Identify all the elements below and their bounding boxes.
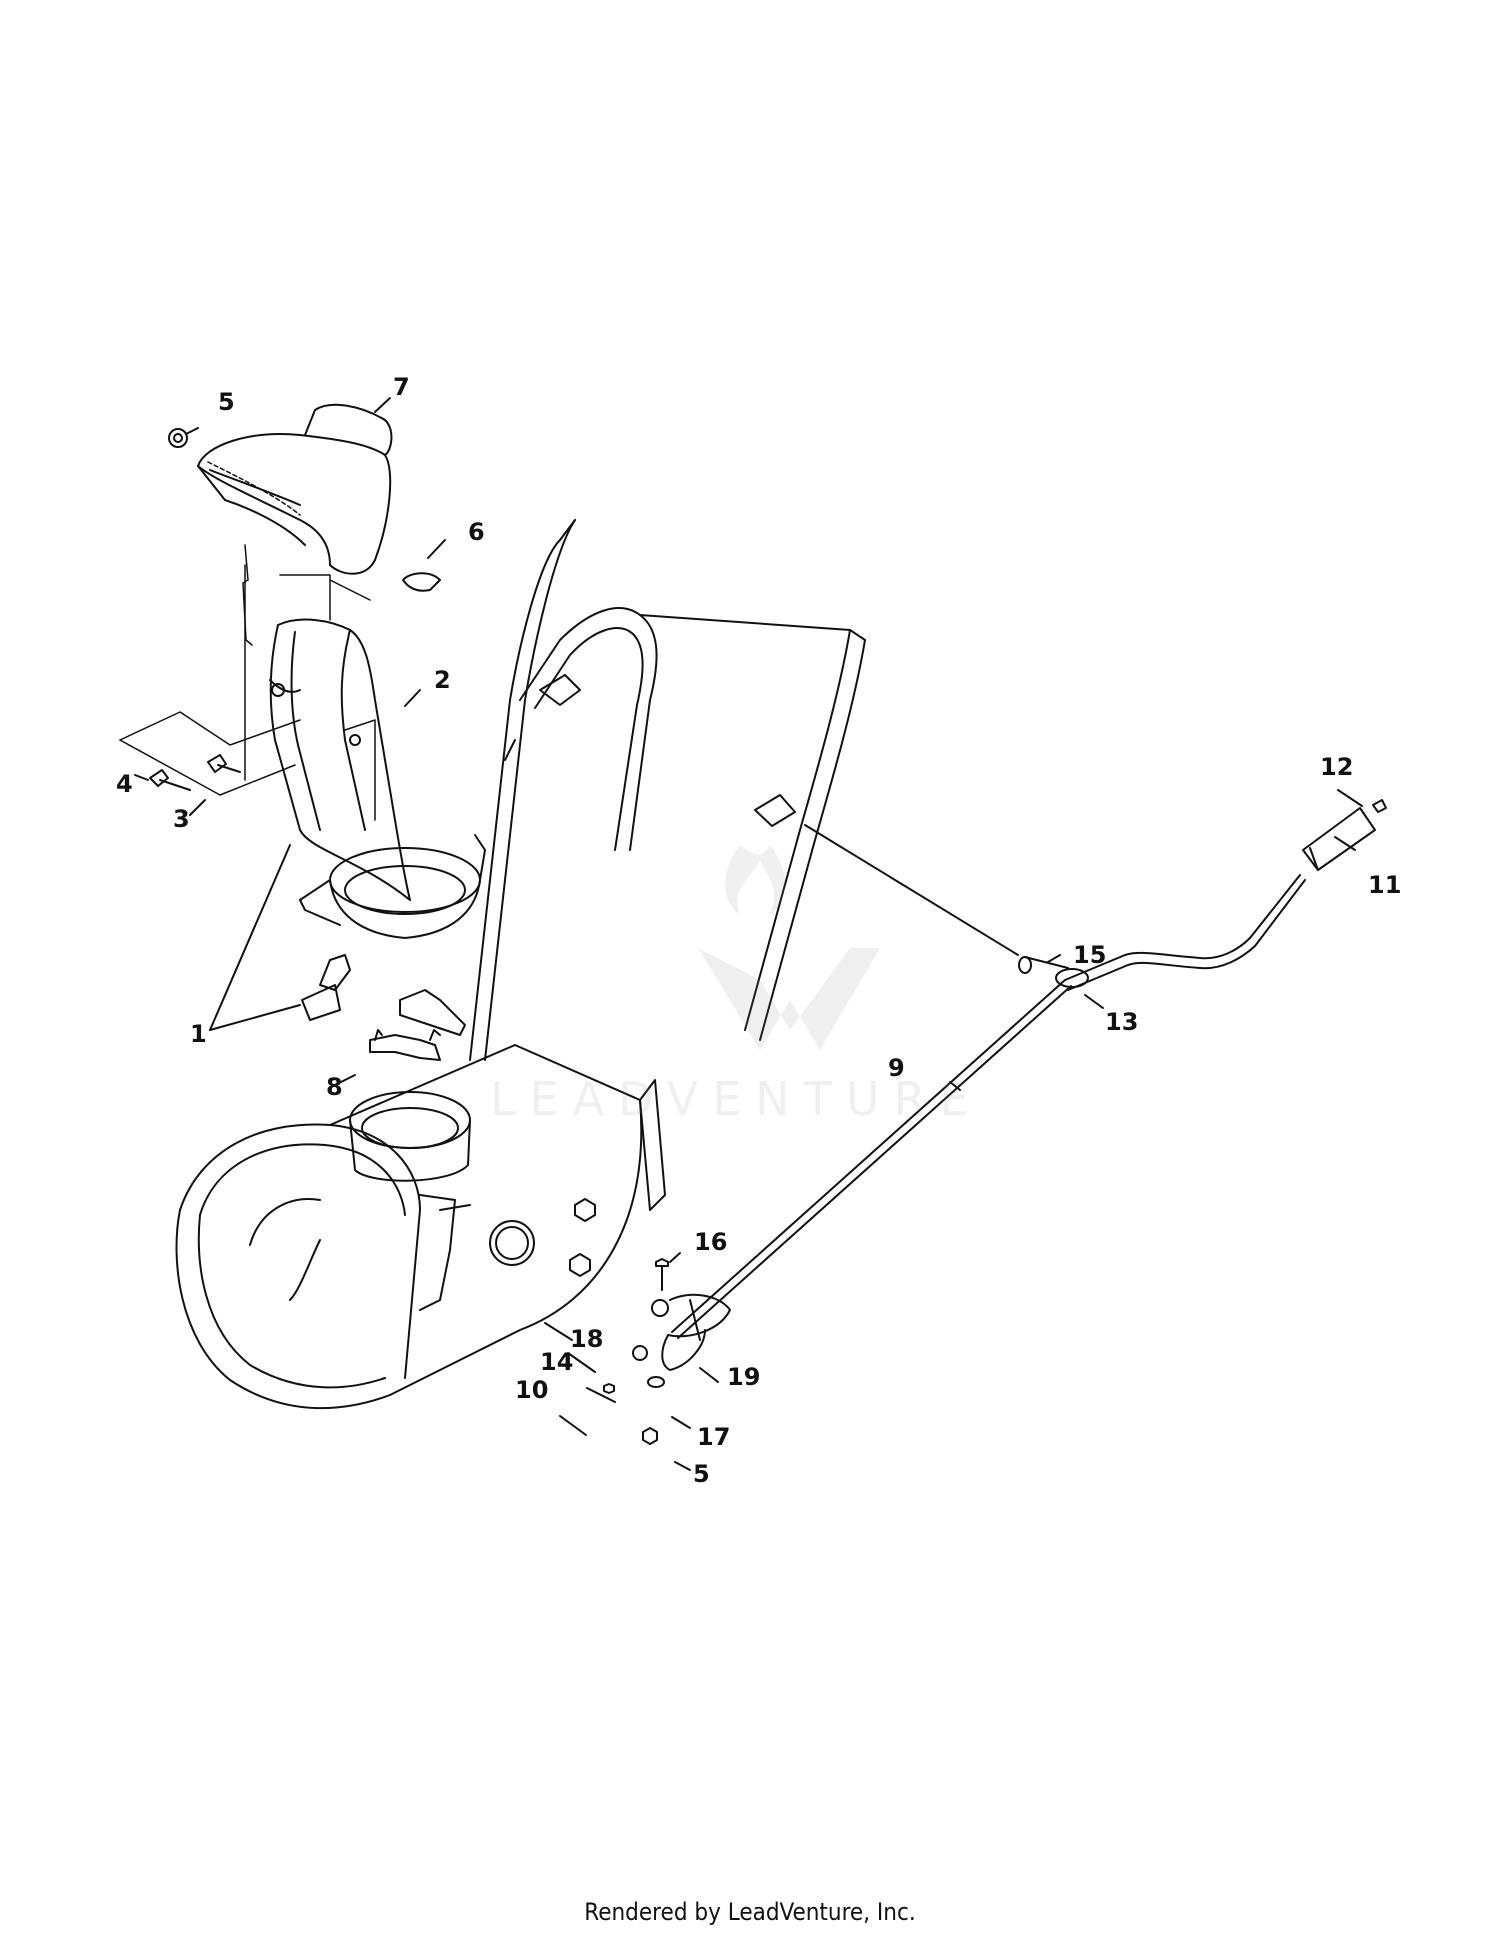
footer-credit: Rendered by LeadVenture, Inc. xyxy=(584,1898,916,1926)
callout-2-chute: 2 xyxy=(434,666,451,694)
callout-4-bolt: 4 xyxy=(116,770,133,798)
chute-clips xyxy=(301,954,466,1061)
callout-1-clips: 1 xyxy=(190,1020,207,1048)
callout-5-nut: 5 xyxy=(218,388,235,416)
callout-7-deflector: 7 xyxy=(393,373,410,401)
callout-3-bolt: 3 xyxy=(173,805,190,833)
callout-18: 18 xyxy=(570,1325,603,1353)
callout-14: 14 xyxy=(540,1348,573,1376)
callout-16: 16 xyxy=(694,1228,727,1256)
grip-knob xyxy=(1302,807,1376,871)
callout-10: 10 xyxy=(515,1376,548,1404)
assembly-guides xyxy=(119,544,376,821)
watermark: LEADVENTURE xyxy=(490,845,983,1126)
leader-lines xyxy=(134,397,1363,1471)
callout-5-nut-lower: 5 xyxy=(693,1460,710,1488)
handle-frame xyxy=(469,519,866,1211)
control-bracket xyxy=(661,1293,731,1371)
auger-housing xyxy=(175,1044,643,1410)
callouts: 5 7 6 2 4 3 1 8 9 15 13 12 11 16 18 14 1… xyxy=(116,373,1401,1488)
lower-chute xyxy=(269,618,411,901)
callout-8-support: 8 xyxy=(326,1073,343,1101)
callout-9-rod: 9 xyxy=(888,1054,905,1082)
upper-chute-deflector xyxy=(197,403,393,575)
fasteners xyxy=(149,428,1387,1445)
watermark-text: LEADVENTURE xyxy=(490,1072,983,1126)
callout-11-grip: 11 xyxy=(1368,871,1401,899)
callout-6-knob: 6 xyxy=(468,518,485,546)
callout-17-washer: 17 xyxy=(697,1423,730,1451)
chute-base-ring xyxy=(299,834,486,939)
callout-12: 12 xyxy=(1320,753,1353,781)
callout-19-bracket: 19 xyxy=(727,1363,760,1391)
callout-15: 15 xyxy=(1073,941,1106,969)
callout-13: 13 xyxy=(1105,1008,1138,1036)
chute-control-rod xyxy=(671,874,1306,1339)
